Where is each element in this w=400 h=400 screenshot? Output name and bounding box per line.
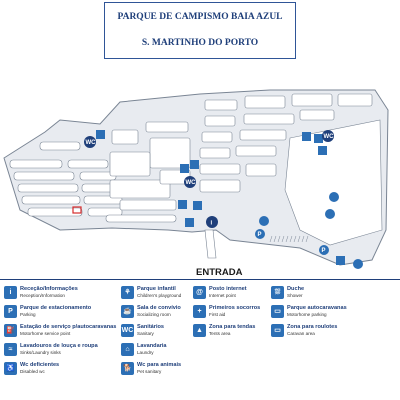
legend-item-translation: Caravan area [287,331,315,336]
legend-item-translation: Laundry [137,350,154,355]
parking-icon [319,245,329,255]
playground-icon [180,164,189,173]
sanitary-icon [193,201,202,210]
parking-bays [269,235,309,243]
legend-item-translation: Reception/Information [20,293,65,298]
info-icon [206,216,218,228]
shower-icon: ⛆ [271,286,284,299]
pet-wc-icon: 🐕 [121,362,134,375]
legend-item-translation: Motorhome service point [20,331,71,336]
legend-item-translation: Socializing room [137,312,171,317]
sink-icon [318,146,327,155]
parking-icon: P [4,305,17,318]
caravan-area-icon [353,259,363,269]
sink-icon: ≈ [4,343,17,356]
motorhome-service-icon [325,209,335,219]
legend-item-name: Zona para roulotes [287,324,338,330]
legend-item-name: Lavandaria [137,343,167,349]
internet-icon: @ [193,286,206,299]
legend-item-name: Primeiros socorros [209,305,261,311]
legend-item-translation: Sanitary [137,331,154,336]
legend-item-name: Wc deficientes [20,362,60,368]
entrance-label: ENTRADA [196,267,243,278]
svg-text:i: i [211,221,213,227]
motorhome-parking-icon: ▭ [271,305,284,318]
reception-icon [259,216,269,226]
first-aid-icon: + [193,305,206,318]
wc-icon [84,136,96,148]
playground-icon: ⚘ [121,286,134,299]
legend-item-translation: Parking [20,312,36,317]
legend-item-name: Parque de estacionamento [20,305,92,311]
pet-wc-icon [336,256,345,265]
svg-text:P: P [322,248,326,254]
disabled-wc-icon: ♿ [4,362,17,375]
legend-item-translation: Sinks/Laundry sinks [20,350,61,355]
laundry-icon [178,200,187,209]
shower-icon [96,130,105,139]
map-icons: WC WC i P P WC [84,130,363,269]
legend-item-translation: Disabled wc [20,369,45,374]
upper-right-pitch-rows [199,93,373,193]
legend-item-translation: Pet sanitary [137,369,162,374]
legend-item-translation: Internet point [209,293,236,298]
campsite-map: WC WC i P P WC [3,89,389,269]
legend-item-name: Wc para animais [137,362,182,368]
legend-item-translation: Children's playground [137,293,182,298]
legend-divider [0,279,400,280]
legend-item-translation: Tents area [209,331,231,336]
legend-item-translation: First aid [209,312,226,317]
legend-item-name: Sanitários [137,324,165,330]
svg-text:WC: WC [186,180,197,186]
tent-area-icon: ▲ [193,324,206,337]
park-location: S. MARTINHO DO PORTO [141,38,259,48]
legend-item-name: Lavadouros de louça e roupa [20,343,98,349]
sink-icon [190,160,199,169]
legend-item-name: Zona para tendas [209,324,256,330]
legend-item-name: Duche [287,286,305,292]
legend-item-name: Parque infantil [137,286,176,292]
legend-item-name: Estação de serviço p/autocaravanas [20,324,117,330]
central-pitch-blocks [109,121,191,211]
legend-item-name: Posto internet [209,286,247,292]
wc-icon [322,130,334,142]
legend-item-name: Parque autocaravanas [287,305,347,311]
svg-text:WC: WC [324,134,335,140]
svg-text:WC: WC [86,140,97,146]
entrance-road [204,229,217,259]
legend-item-translation: Motorhome parking [287,312,327,317]
svg-text:P: P [258,232,262,238]
title-box: PARQUE DE CAMPISMO BAIA AZUL S. MARTINHO… [104,2,296,59]
legend-item-name: Receção/Informações [20,286,78,292]
info-icon: i [4,286,17,299]
service-point-icon: ⛽ [4,324,17,337]
caravan-area-icon: ▭ [271,324,284,337]
social-room-icon: ☕ [121,305,134,318]
parking-icon [255,229,265,239]
you-are-here-marker [72,206,82,214]
laundry-icon: ⌂ [121,343,134,356]
sanitary-icon: WC [121,324,134,337]
legend-item-name: Sala de convívio [137,305,181,311]
tent-area-icon [329,192,339,202]
disabled-wc-icon [302,132,311,141]
shower-icon [314,134,323,143]
disabled-wc-icon [185,218,194,227]
wc-icon [184,176,196,188]
tent-field [284,119,383,246]
park-name: PARQUE DE CAMPISMO BAIA AZUL [117,12,283,22]
legend-item-translation: Shower [287,293,303,298]
